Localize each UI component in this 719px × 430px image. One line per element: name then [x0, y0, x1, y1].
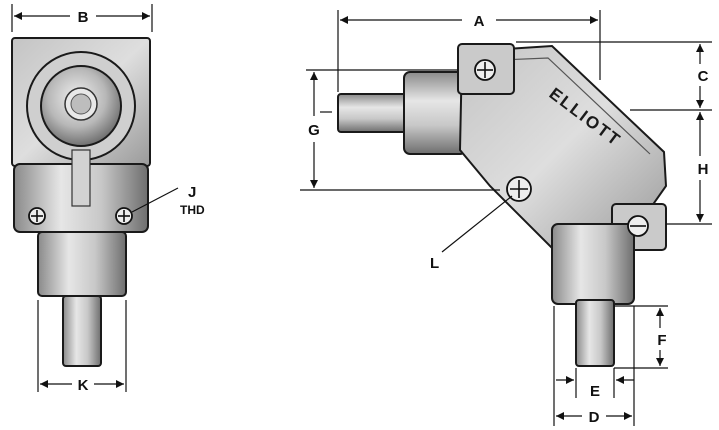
side-center-screw-icon: [506, 176, 532, 202]
front-collar: [37, 231, 127, 297]
dimension-e: E: [556, 368, 634, 400]
label-j: J: [188, 184, 196, 201]
side-top-screw-icon: [474, 59, 496, 81]
label-c: C: [698, 68, 709, 85]
dimension-f: F: [614, 305, 668, 369]
dimension-a: A: [337, 10, 601, 92]
label-l: L: [430, 255, 439, 272]
label-b: B: [78, 9, 89, 26]
label-k: K: [78, 377, 89, 394]
label-thd: THD: [180, 203, 205, 217]
side-view: ELLIOTT A C H: [300, 10, 712, 426]
side-right-screw-icon: [627, 215, 649, 237]
label-e: E: [590, 383, 600, 400]
side-output-shaft: [575, 299, 615, 367]
label-d: D: [589, 409, 600, 426]
side-input-collar: [403, 71, 467, 155]
dimension-k: K: [37, 300, 127, 394]
dimension-d: D: [553, 306, 635, 426]
dimension-g: G: [300, 69, 500, 191]
side-input-shaft: [337, 93, 413, 133]
dimension-h: H: [666, 112, 712, 225]
label-a: A: [474, 13, 485, 30]
dimension-b: B: [11, 4, 153, 32]
label-f: F: [657, 332, 666, 349]
front-left-screw-icon: [28, 207, 46, 225]
label-g: G: [308, 122, 320, 139]
callout-l: L: [430, 195, 513, 272]
callout-j-thd: J THD: [131, 184, 205, 217]
front-view: B K J THD: [11, 4, 205, 394]
front-right-screw-icon: [115, 207, 133, 225]
label-h: H: [698, 161, 709, 178]
dimension-c: C: [516, 41, 712, 111]
side-output-collar: [551, 223, 635, 305]
front-output-shaft: [62, 295, 102, 367]
